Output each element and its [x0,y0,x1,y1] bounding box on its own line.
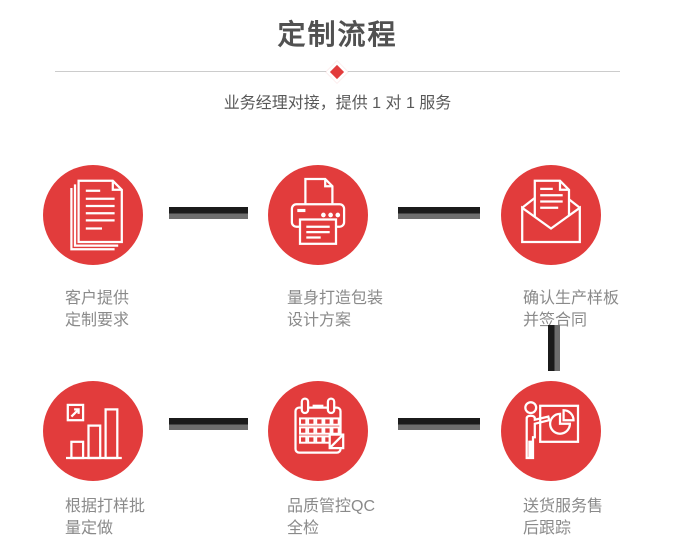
step-circle-4 [43,381,143,481]
connector-step3-step6 [548,325,560,371]
step-label-6-line1: 送货服务售 [523,498,604,515]
calendar-icon [294,397,345,454]
step-label-3: 确认生产样板 并签合同 [523,288,619,332]
step-label-2-line1: 量身打造包装 [287,290,384,307]
step-label-1-line1: 客户提供 [65,290,130,307]
step-label-1: 客户提供 定制要求 [65,288,129,332]
step-label-1-line2: 定制要求 [65,312,130,329]
step-circle-1 [43,165,143,265]
step-label-4-line1: 根据打样批 [65,498,146,515]
step-label-6-line2: 后跟踪 [523,520,572,537]
step-label-5-line1: 品质管控QC [287,498,376,515]
step-label-4: 根据打样批 量定做 [65,496,145,540]
step-circle-2 [268,165,368,265]
step-circle-5 [268,381,368,481]
page-title: 定制流程 [277,19,398,50]
step-label-5: 品质管控QC 全检 [287,496,375,540]
step-label-5-line2: 全检 [287,520,320,537]
presentation-board-icon [524,401,580,460]
step-label-3-line1: 确认生产样板 [523,290,620,307]
page-subtitle: 业务经理对接，提供 1 对 1 服务 [223,95,452,112]
step-circle-6 [501,381,601,481]
diamond-accent-icon [325,60,349,84]
connector-step2-step3 [398,207,480,219]
connector-step5-step6 [398,418,480,430]
step-circle-3 [501,165,601,265]
connector-step1-step2 [169,207,248,219]
printer-icon [290,177,346,245]
step-label-2: 量身打造包装 设计方案 [287,288,383,332]
connector-step4-step5 [169,418,248,430]
step-label-6: 送货服务售 后跟踪 [523,496,603,540]
stacked-documents-icon [70,179,123,251]
open-envelope-icon [521,179,581,244]
step-label-3-line2: 并签合同 [523,312,588,329]
step-label-4-line2: 量定做 [65,520,114,537]
bar-chart-growth-icon [66,403,122,460]
step-label-2-line2: 设计方案 [287,312,352,329]
